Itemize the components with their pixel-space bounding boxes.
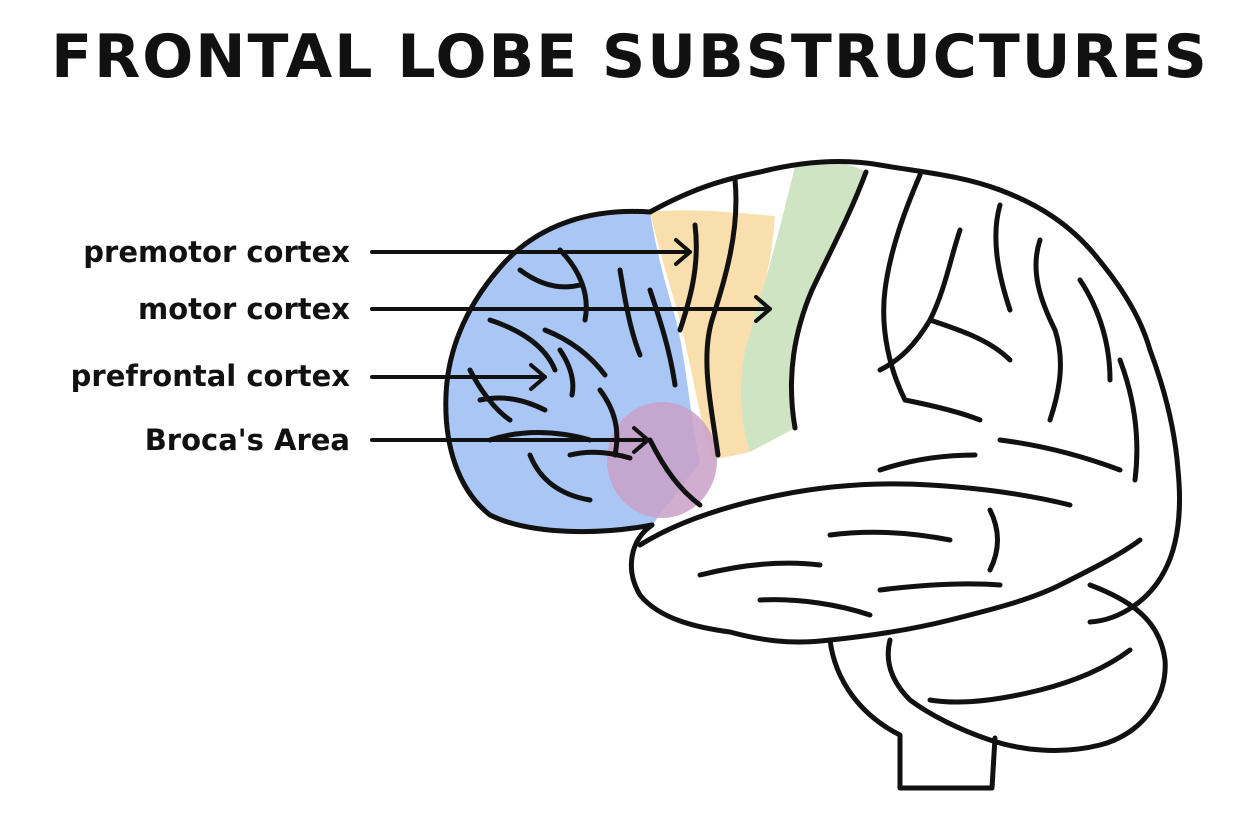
arrow-premotor (370, 238, 692, 266)
label-premotor-cortex: premotor cortex (83, 235, 350, 269)
page-title: FRONTAL LOBE SUBSTRUCTURES (51, 22, 1209, 92)
label-brocas-area: Broca's Area (144, 423, 350, 457)
arrow-motor (370, 295, 772, 323)
arrow-prefrontal (370, 363, 547, 391)
brain-outline (443, 158, 1182, 791)
arrow-broca (370, 426, 650, 454)
arrow-group (370, 238, 772, 454)
premotor-region (650, 210, 775, 460)
label-prefrontal-cortex: prefrontal cortex (70, 359, 350, 393)
label-motor-cortex: motor cortex (138, 292, 350, 326)
